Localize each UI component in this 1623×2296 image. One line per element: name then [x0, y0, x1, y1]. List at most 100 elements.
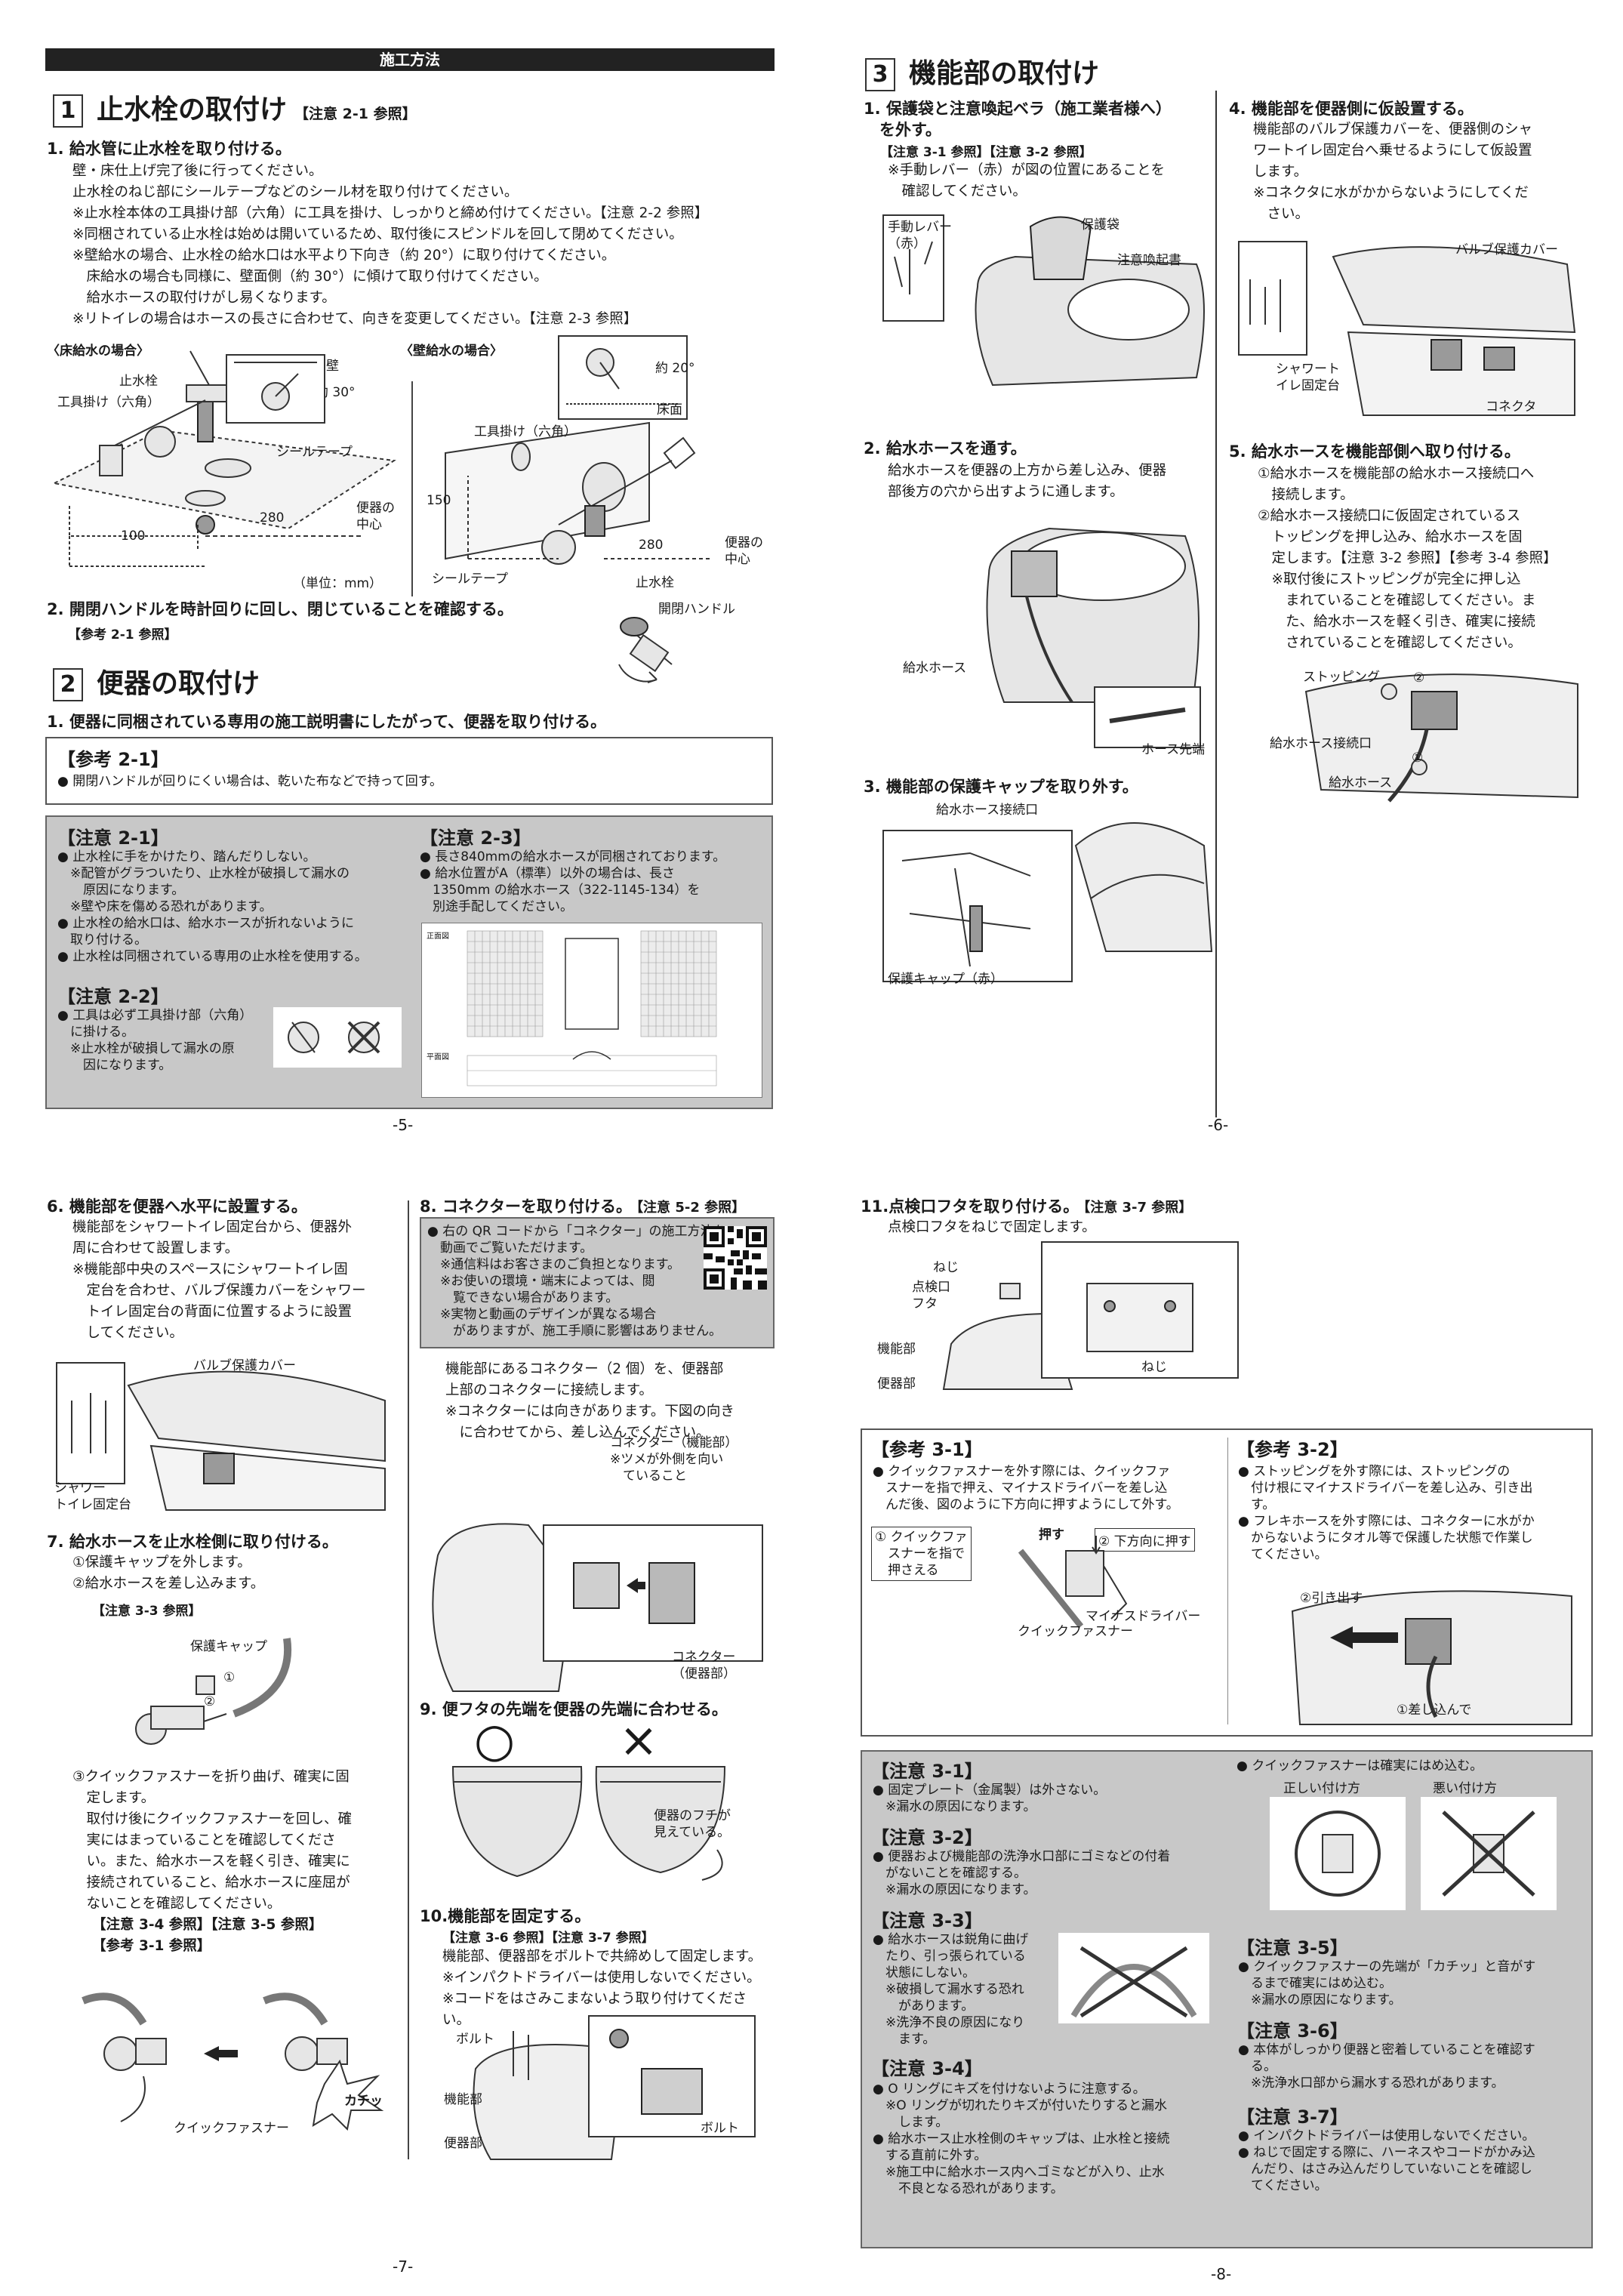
label-qf: クイックファスナー	[174, 2121, 289, 2136]
label-conn: 給水ホース接続口	[936, 803, 1039, 818]
fig-divider	[411, 381, 413, 596]
label-hose5: 給水ホース	[1329, 775, 1393, 791]
caution-body: ● 本体がしっかり便器と密着していることを確認す る。 ※洗浄水口部から漏水する…	[1238, 2042, 1535, 2091]
caution-title: 【注意 3-3】	[871, 1910, 983, 1931]
step-heading: 3. 機能部の保護キャップを取り外す。	[864, 778, 1138, 796]
section-title: 便器の取付け	[97, 668, 260, 699]
ok-mark: ○	[474, 1712, 516, 1767]
ng-mark: ×	[619, 1712, 658, 1767]
step-heading-2: 2. 開閉ハンドルを時計回りに回し、閉じていることを確認する。	[47, 600, 513, 618]
tool-ok-ng-diagram	[273, 1007, 402, 1068]
fig-label-floor: 〈床給水の場合〉	[47, 344, 149, 359]
label-kabe: 壁	[326, 359, 339, 374]
inspection-lid-diagram	[942, 1241, 1239, 1390]
label-fix6: シャワー トイレ固定台	[54, 1481, 131, 1512]
label-conn8: コネクター（機能部） ※ツメが外側を向い ていること	[610, 1435, 738, 1484]
step-heading-text: 11.点検口フタを取り付ける。	[861, 1197, 1079, 1216]
label-hose: 給水ホース	[903, 661, 967, 676]
label-n2-7: ②	[204, 1694, 216, 1709]
label-insert: ①差し込んで	[1397, 1703, 1472, 1718]
label-conn8b: コネクター （便器部）	[672, 1650, 736, 1681]
label-valve: バルブ保護カバー	[1455, 242, 1558, 257]
step-heading: 9. 便フタの先端を便器の先端に合わせる。	[420, 1700, 728, 1718]
label-shisuisen2: 止水栓	[636, 575, 674, 590]
label-neji2: ねじ	[1141, 1360, 1167, 1375]
label-lever: 手動レバー （赤）	[888, 220, 952, 251]
label-benki: 便器部	[444, 2136, 482, 2151]
label-edge: 便器のフチが 見えている。	[654, 1808, 731, 1840]
step-body: ③クイックファスナーを折り曲げ、確実に固 定します。 取付け後にクイックファスナ…	[72, 1769, 353, 1912]
caution-title: 【注意 3-4】	[871, 2058, 983, 2079]
box-title: 【参考 3-2】	[1236, 1439, 1348, 1460]
label-seal: シールテープ	[276, 445, 353, 460]
section-ref: 【注意 2-1 参照】	[294, 106, 417, 122]
label-bolt: ボルト	[456, 2032, 494, 2047]
page-number: -8-	[1211, 2265, 1232, 2283]
label-yaku20: 約 20°	[655, 361, 695, 376]
step-body: 点検口フタをねじで固定します。	[888, 1219, 1096, 1235]
step-heading: 6. 機能部を便器へ水平に設置する。	[47, 1197, 307, 1216]
step-ref: 【注意 3-4 参照】【注意 3-5 参照】 【参考 3-1 参照】	[92, 1917, 323, 1954]
caution-title: 【注意 3-7】	[1236, 2106, 1348, 2128]
step-heading: 11.点検口フタを取り付ける。【注意 3-7 参照】	[861, 1196, 1192, 1219]
step-body: 機能部にあるコネクター（2 個）を、便器部 上部のコネクターに接続します。 ※コ…	[445, 1361, 735, 1441]
caution-body: ● 止水栓に手をかけたり、踏んだりしない。 ※配管がグラついたり、止水栓が破損し…	[57, 849, 368, 964]
step-ref: 【注意 3-1 参照】【注意 3-2 参照】	[880, 145, 1092, 160]
box-body: ● クイックファスナーを外す際には、クイックファ スナーを指で押え、マイナスドラ…	[873, 1464, 1179, 1512]
step-ref: 【注意 3-7 参照】	[1083, 1200, 1193, 1216]
label-qf31: クイックファスナー	[1018, 1624, 1133, 1639]
caution-body: ● 便器および機能部の洗浄水口部にゴミなどの付着 がないことを確認する。 ※漏水…	[873, 1849, 1171, 1897]
label-bad: 悪い付け方	[1433, 1781, 1497, 1796]
column-divider	[408, 1200, 409, 2159]
box-title: 【参考 2-1】	[57, 749, 169, 770]
step-ref: 【注意 3-6 参照】【注意 3-7 参照】	[442, 1931, 654, 1946]
qf-caution-body: ● クイックファスナーは確実にはめ込む。	[1236, 1758, 1483, 1774]
caution-panel-3: 【注意 3-1】 ● 固定プレート（金属製）は外さない。 ※漏水の原因になります…	[861, 1750, 1593, 2248]
label-cap7: 保護キャップ	[190, 1639, 267, 1654]
hose-range-chart: 正面図 平面図	[421, 923, 762, 1098]
caution-title: 【注意 3-2】	[871, 1827, 983, 1848]
caution-title: 【注意 3-6】	[1236, 2020, 1348, 2042]
box-body: ● 開閉ハンドルが回りにくい場合は、乾いた布などで持って回す。	[57, 774, 443, 789]
section-bar: 施工方法	[45, 48, 775, 71]
temporary-install-diagram	[1238, 241, 1576, 416]
reference-box-2-1: 【参考 2-1】 ● 開閉ハンドルが回りにくい場合は、乾いた布などで持って回す。	[45, 737, 773, 805]
label-kinou11: 機能部	[877, 1342, 916, 1357]
qr-code[interactable]	[704, 1226, 767, 1290]
step-heading: 1. 保護袋と注意喚起ベラ（施工業者様へ） を外す。	[864, 100, 1172, 139]
box-title: 【参考 3-1】	[871, 1439, 983, 1460]
caution-body: ● 給水ホースは鋭角に曲げ たり、引っ張られている 状態にしない。 ※破損して漏…	[873, 1932, 1029, 2047]
section-number: 1	[53, 94, 83, 128]
label-click: カチッ	[344, 2094, 383, 2109]
step-heading: 5. 給水ホースを機能部側へ取り付ける。	[1229, 442, 1520, 461]
chart-label-front: 正面図	[427, 932, 449, 941]
label-shisuisen: 止水栓	[119, 374, 158, 389]
caution-title: 【注意 3-1】	[871, 1761, 983, 1782]
label-conn5: 給水ホース接続口	[1270, 736, 1372, 751]
fig-label-wall: 〈壁給水の場合〉	[400, 344, 503, 359]
cap-removal-diagram	[882, 822, 1213, 982]
box-body: ● ストッピングを外す際には、ストッピングの 付け根にマイナスドライバーを差し込…	[1238, 1464, 1535, 1562]
step-ref: 【参考 2-1 参照】	[68, 627, 177, 643]
label-handle: 開閉ハンドル	[658, 602, 735, 617]
label-a: ① クイックファ スナーを指で 押さえる	[871, 1527, 972, 1581]
label-center: 便器の 中心	[356, 501, 395, 532]
label-benki11: 便器部	[877, 1376, 916, 1391]
label-yuka: 床面	[657, 402, 682, 418]
step-heading-text: 8. コネクターを取り付ける。	[420, 1197, 633, 1216]
step-body: 機能部をシャワートイレ固定台から、便器外 周に合わせて設置します。 ※機能部中央…	[72, 1219, 366, 1341]
page-number: -6-	[1208, 1116, 1229, 1134]
column-divider	[1215, 91, 1217, 1117]
bolt-fix-diagram	[473, 2015, 756, 2160]
label-n1: ①	[1412, 750, 1424, 766]
quick-fastener-diagram	[82, 1992, 384, 2131]
step-heading: 10.機能部を固定する。	[420, 1907, 591, 1925]
step-body: ①保護キャップを外します。 ②給水ホースを差し込みます。	[72, 1555, 265, 1592]
label-pull: ②引き出す	[1300, 1591, 1363, 1606]
wall-supply-diagram	[445, 335, 710, 565]
page-number: -5-	[393, 1116, 414, 1134]
caution-body: ● O リングにキズを付けないように注意する。 ※O リングが切れたりキズが付い…	[873, 2082, 1170, 2196]
